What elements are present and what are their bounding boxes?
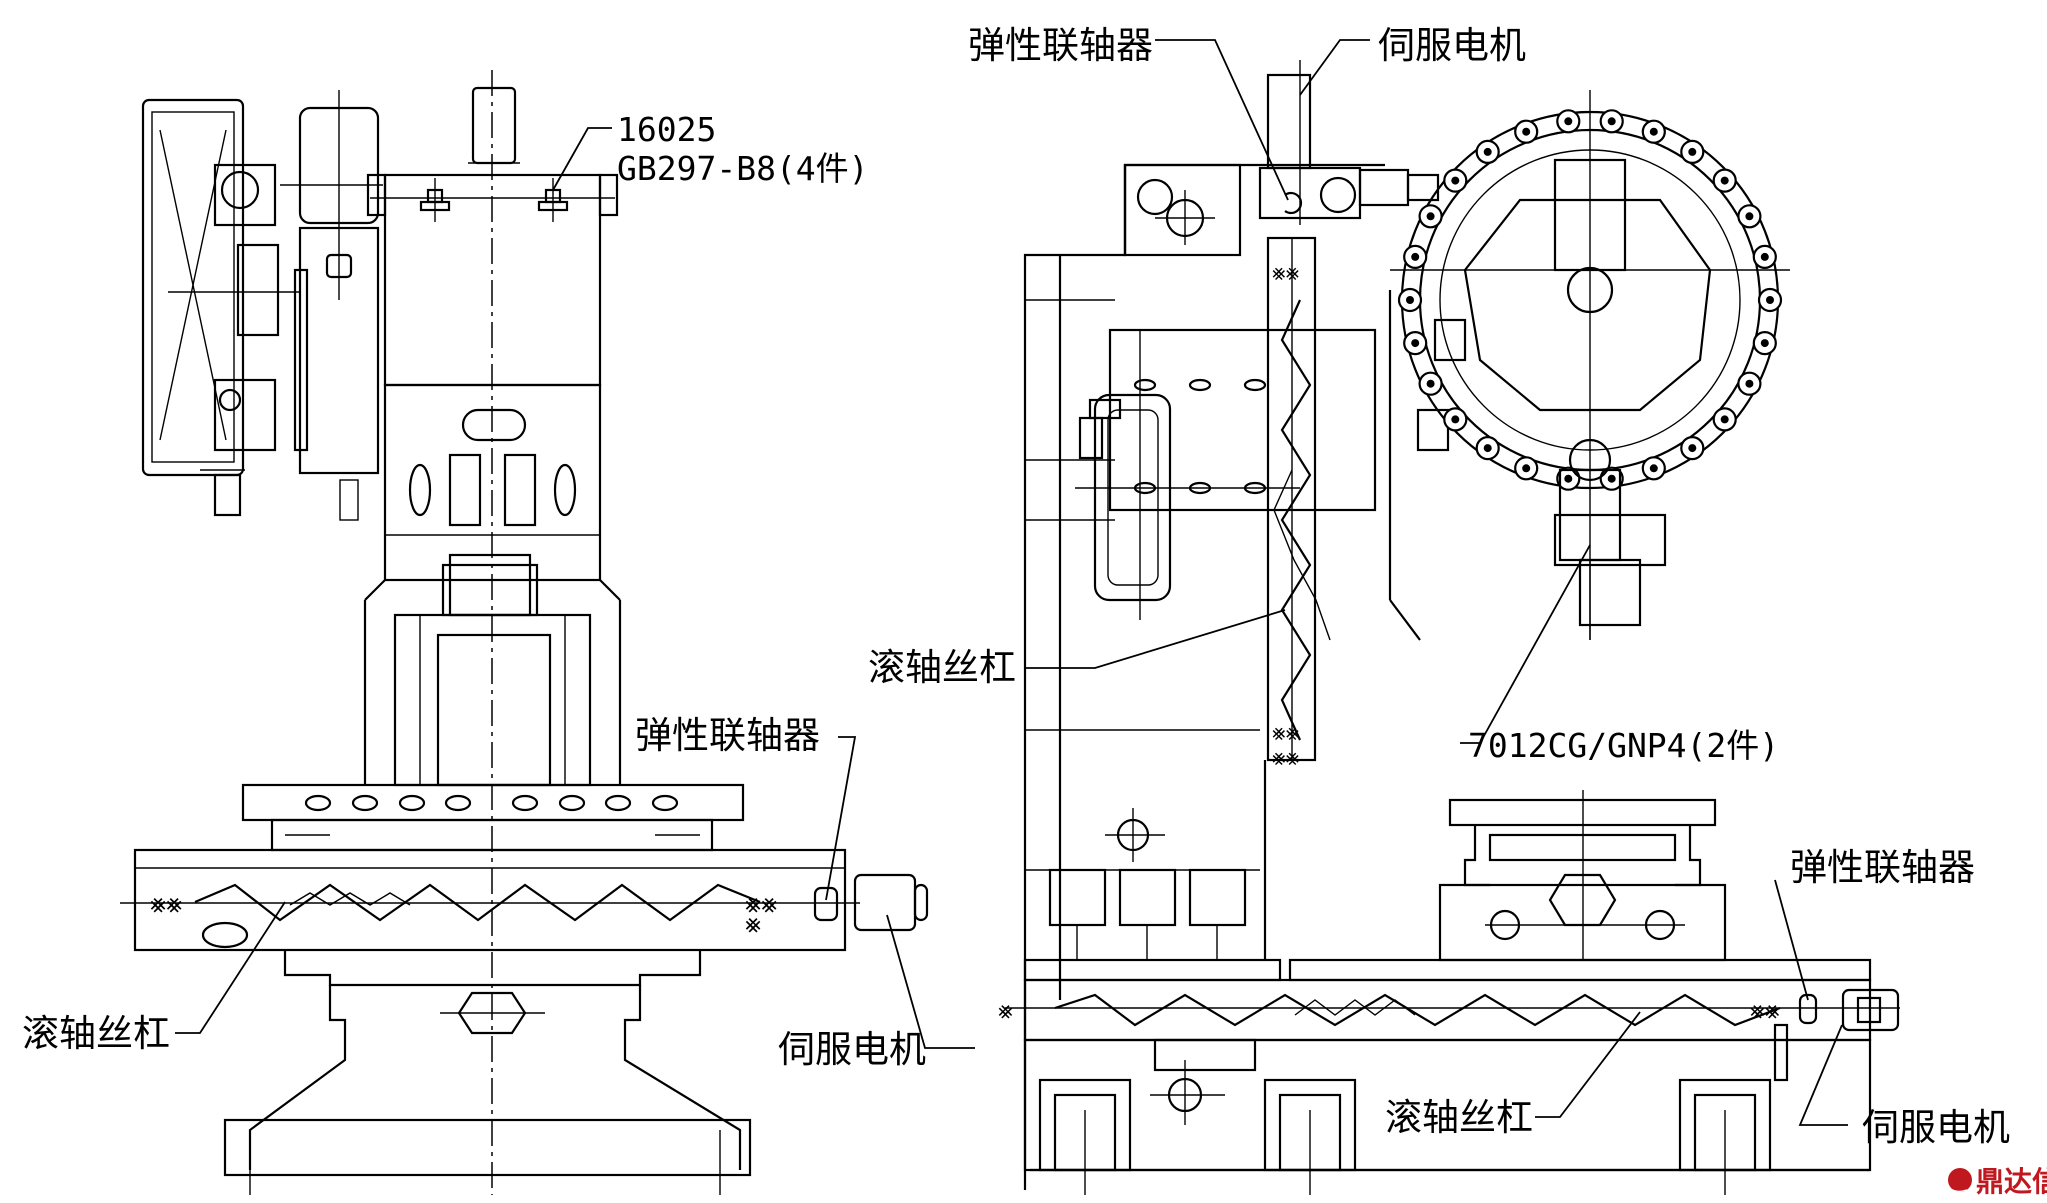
- magazine-pocket-center: [1564, 474, 1573, 483]
- watermark: ‿ 鼎达信: [1948, 1165, 2047, 1198]
- magazine-pocket-center: [1426, 379, 1435, 388]
- x-ball-screw-zigzag: [1054, 993, 1781, 1027]
- svg-text:⨳⨳: ⨳⨳: [745, 889, 777, 919]
- magazine-pocket-center: [1760, 339, 1769, 348]
- label-left-servo-motor: 伺服电机: [778, 1028, 926, 1071]
- magazine-pocket-center: [1688, 444, 1697, 453]
- svg-text:⨳⨳: ⨳⨳: [1272, 261, 1299, 286]
- left-side-view: ⨳⨳ ⨳⨳ ⨳: [120, 70, 929, 1195]
- svg-text:⨳: ⨳: [745, 909, 761, 939]
- bearing-clamp-right: [537, 178, 569, 222]
- magazine-pocket-center: [1649, 464, 1658, 473]
- label-mid-ball-screw: 滚轴丝杠: [868, 646, 1016, 689]
- watermark-text: 鼎达信: [1976, 1165, 2047, 1198]
- svg-text:⨳⨳: ⨳⨳: [1272, 746, 1299, 771]
- label-top-coupling: 弹性联轴器: [968, 24, 1153, 67]
- label-bearing-spec: 7012CG/GNP4(2件): [1468, 726, 1779, 765]
- magazine-pocket-center: [1720, 415, 1729, 424]
- tool-magazine-side: [141, 98, 300, 517]
- svg-text:⨳: ⨳: [998, 996, 1013, 1024]
- magazine-pocket-center: [1411, 339, 1420, 348]
- slide-bolts: [1133, 378, 1267, 495]
- magazine-pocket-center: [1451, 415, 1460, 424]
- table-t-slots: [304, 794, 679, 812]
- label-right-servo-motor: 伺服电机: [1862, 1106, 2010, 1149]
- magazine-pocket-center: [1411, 252, 1420, 261]
- label-left-coupling: 弹性联轴器: [635, 714, 820, 757]
- magazine-pocket-center: [1607, 117, 1616, 126]
- magazine-pocket-center: [1745, 379, 1754, 388]
- magazine-pocket-center: [1649, 127, 1658, 136]
- magazine-pocket-center: [1406, 296, 1414, 304]
- magazine-pocket-center: [1607, 474, 1616, 483]
- watermark-logo-icon: [1948, 1168, 1972, 1192]
- label-bottom-ball-screw: 滚轴丝杠: [1385, 1096, 1533, 1139]
- label-left-ball-screw: 滚轴丝杠: [22, 1012, 170, 1055]
- svg-text:⨳⨳: ⨳⨳: [150, 889, 182, 919]
- left-ball-screw-zigzag: [194, 883, 761, 922]
- magazine-pocket-center: [1483, 444, 1492, 453]
- magazine-pocket-center: [1522, 127, 1531, 136]
- magazine-pocket-center: [1766, 296, 1774, 304]
- magazine-pockets: [1397, 109, 1783, 491]
- magazine-pocket-center: [1451, 176, 1460, 185]
- svg-text:‿: ‿: [1952, 1173, 1967, 1193]
- right-front-view: ⨳⨳ ⨳⨳ ⨳⨳: [998, 60, 1900, 1195]
- z-ball-screw-zigzag: [1280, 299, 1312, 741]
- label-left-bearing-part: 16025: [617, 110, 716, 149]
- magazine-pocket-center: [1564, 117, 1573, 126]
- magazine-pocket-center: [1483, 147, 1492, 156]
- bearing-clamp-left: [419, 178, 451, 222]
- label-left-bearing-standard: GB297-B8(4件): [617, 149, 869, 188]
- label-right-coupling: 弹性联轴器: [1790, 846, 1975, 889]
- magazine-pocket-center: [1745, 212, 1754, 221]
- magazine-pocket-center: [1522, 464, 1531, 473]
- magazine-pocket-center: [1426, 212, 1435, 221]
- magazine-pocket-center: [1688, 147, 1697, 156]
- magazine-pocket-center: [1720, 176, 1729, 185]
- svg-text:⨳⨳: ⨳⨳: [1750, 996, 1780, 1024]
- svg-text:⨳⨳: ⨳⨳: [1272, 721, 1299, 746]
- label-top-servo-motor: 伺服电机: [1378, 24, 1526, 67]
- magazine-pocket-center: [1760, 252, 1769, 261]
- left-bearing-marks: ⨳⨳ ⨳⨳ ⨳: [150, 889, 777, 939]
- leader-lines: [175, 39, 1848, 1126]
